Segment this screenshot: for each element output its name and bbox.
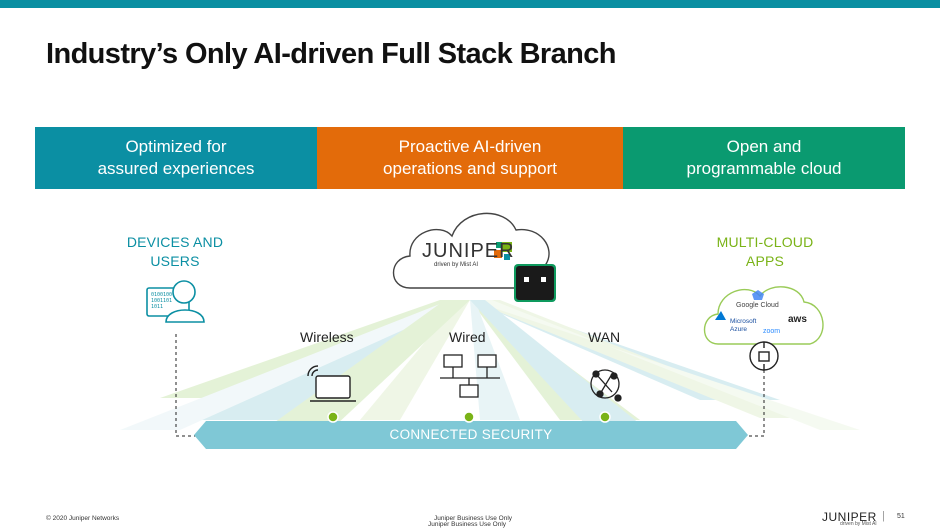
footer-mist-tagline: driven by Mist AI bbox=[840, 521, 877, 527]
aws-label: aws bbox=[788, 314, 807, 325]
wired-network-icon bbox=[440, 354, 500, 398]
marvis-bot-icon bbox=[514, 264, 556, 302]
juniper-logo: JUNIPER bbox=[422, 240, 515, 262]
devices-label-line-2: USERS bbox=[150, 253, 200, 269]
page-title: Industry’s Only AI-driven Full Stack Bra… bbox=[46, 38, 617, 70]
copyright-text: © 2020 Juniper Networks bbox=[46, 515, 120, 522]
business-use-text: Juniper Business Use Only bbox=[434, 515, 513, 522]
binary-line-3: 1011 bbox=[151, 304, 164, 310]
wan-globe-icon bbox=[590, 369, 622, 402]
pillar-1-line-2: assured experiences bbox=[97, 159, 255, 178]
footer-separator: | bbox=[882, 510, 885, 522]
wired-label: Wired bbox=[449, 329, 486, 345]
zoom-label: zoom bbox=[763, 328, 781, 335]
pillar-2-line-1: Proactive AI-driven bbox=[398, 137, 542, 156]
microsoft-azure-label: Microsoft Azure bbox=[730, 318, 757, 333]
devices-label-line-1: DEVICES AND bbox=[126, 234, 224, 250]
devices-and-users-label: DEVICES AND USERS bbox=[110, 233, 240, 271]
mist-ai-tagline: driven by Mist AI bbox=[434, 262, 479, 268]
connection-dots bbox=[327, 411, 611, 423]
cloud-label-line-1: MULTI-CLOUD bbox=[716, 234, 814, 250]
firewall-icon bbox=[749, 341, 779, 371]
wan-label: WAN bbox=[588, 329, 621, 345]
top-accent-bar bbox=[0, 0, 940, 8]
pillar-proactive-ai: Proactive AI-driven operations and suppor… bbox=[317, 127, 623, 189]
user-workstation-icon bbox=[146, 280, 205, 323]
pillar-open-cloud: Open and programmable cloud bbox=[623, 127, 905, 189]
binary-line-1: 0100100 bbox=[151, 292, 173, 298]
user-binary: 0100100 1001101 1011 bbox=[151, 292, 172, 310]
pillar-3-line-2: programmable cloud bbox=[686, 159, 842, 178]
binary-line-2: 1001101 bbox=[151, 298, 173, 304]
light-rays bbox=[120, 300, 860, 440]
pillar-3-line-1: Open and bbox=[726, 137, 802, 156]
google-cloud-label: Google Cloud bbox=[736, 302, 779, 309]
pillar-assured-experiences: Optimized for assured experiences bbox=[35, 127, 317, 189]
cloud-label-line-2: APPS bbox=[745, 253, 785, 269]
multi-cloud-apps-label: MULTI-CLOUD APPS bbox=[690, 233, 840, 271]
connected-security-label: CONNECTED SECURITY bbox=[389, 427, 553, 442]
pillar-2-line-2: operations and support bbox=[383, 159, 557, 178]
dashed-connectors bbox=[175, 334, 765, 437]
multi-cloud-icon bbox=[703, 286, 824, 345]
footer-juniper-logo: JUNIPER bbox=[822, 510, 877, 524]
page-number: 51 bbox=[897, 513, 905, 520]
connected-security-bar bbox=[194, 421, 748, 449]
business-use-text-2: Juniper Business Use Only bbox=[428, 521, 507, 528]
pillar-1-line-1: Optimized for bbox=[125, 137, 227, 156]
laptop-icon bbox=[307, 365, 356, 402]
wireless-label: Wireless bbox=[300, 329, 354, 345]
